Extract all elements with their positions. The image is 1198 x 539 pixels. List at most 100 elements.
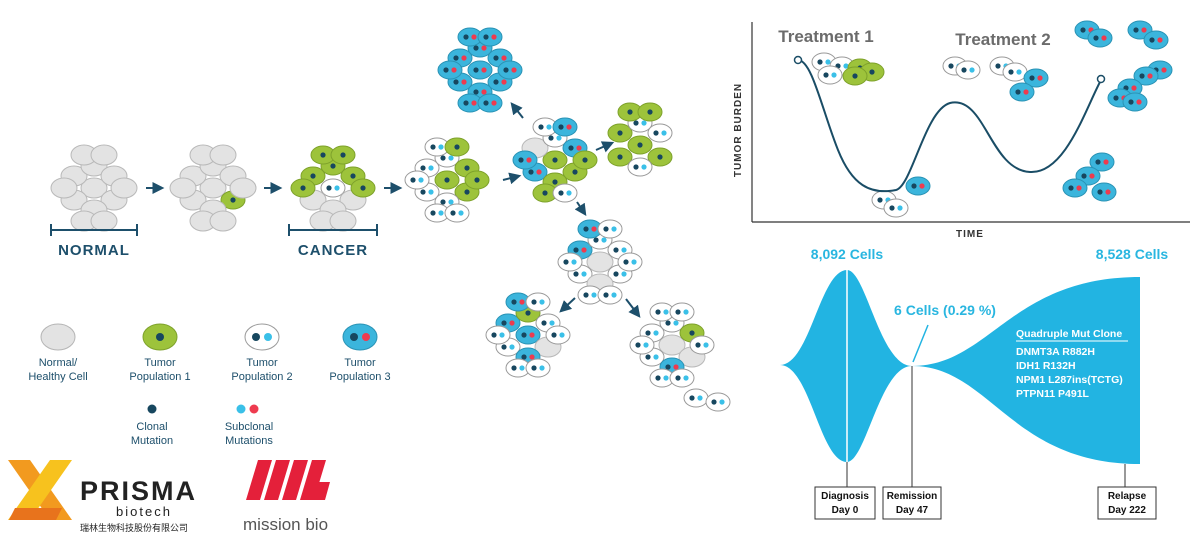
legend-clonal-line1: Clonal — [136, 421, 167, 433]
rising-cell — [1062, 178, 1088, 198]
blue-cluster-cell — [477, 27, 503, 47]
cancer-bracket — [288, 224, 378, 236]
left-branch-cluster-cell — [505, 358, 531, 378]
mixed-cluster-cell — [404, 170, 430, 190]
start-cells-label: 8,092 Cells — [811, 246, 884, 262]
treatment2-cell — [1002, 62, 1028, 82]
relapse-cell — [1087, 28, 1113, 48]
curve-start-point — [793, 55, 803, 65]
legend-clonal-line2: Mutation — [131, 435, 173, 447]
diagnosis-box — [814, 486, 876, 520]
left-branch-cluster-cell — [525, 292, 551, 312]
center-cluster-cell — [552, 183, 578, 203]
clone-fish-shape — [780, 270, 1140, 464]
legend-pop3-line2: Population 3 — [329, 371, 390, 383]
prisma-name: PRISMA — [80, 476, 197, 506]
green-branch-cluster-cell — [647, 147, 673, 167]
legend-pop3-line1: Tumor — [344, 357, 376, 369]
mixed-cluster-cell — [444, 203, 470, 223]
mutation-1: DNMT3A R882H — [1016, 346, 1095, 358]
legend-pop2-cell — [244, 323, 280, 351]
down-cluster-cell — [577, 285, 603, 305]
green-branch-cluster-cell — [607, 147, 633, 167]
prisma-logo: PRISMA biotech 瑞林生物科技股份有限公司 — [8, 460, 197, 533]
y-axis-label: TUMOR BURDEN — [733, 83, 744, 177]
normal-cluster-cell — [90, 144, 118, 166]
down-cluster-cell — [586, 251, 614, 273]
down-cluster-cell — [557, 252, 583, 272]
relapse-cell — [1127, 20, 1153, 40]
mixed-cluster-cell — [444, 137, 470, 157]
remission-pointer — [912, 324, 929, 363]
mutation-2: IDH1 R132H — [1016, 360, 1076, 372]
left-branch-cluster-cell — [515, 325, 541, 345]
green-branch-cluster-cell — [637, 102, 663, 122]
clusters-layer — [50, 20, 1173, 412]
remission-line2: Day 47 — [896, 505, 929, 516]
blue-cluster-cell — [467, 60, 493, 80]
treatment-chart: TUMOR BURDEN TIME Treatment 1 Treatment … — [733, 22, 1190, 240]
cancer-cluster-cell — [320, 178, 346, 198]
arrow-down-left — [559, 297, 576, 313]
down-cluster-cell — [597, 285, 623, 305]
early-cluster-cell — [209, 210, 237, 232]
legend-normal-cell — [40, 323, 76, 351]
missionbio-logo: mission bio — [243, 460, 330, 534]
left-branch-cluster-cell — [545, 325, 571, 345]
remission-cell — [905, 176, 931, 196]
right-branch-cluster-cell — [658, 334, 686, 356]
blue-cluster-cell — [477, 93, 503, 113]
remission-cell — [883, 198, 909, 218]
treatment2-cell — [1009, 82, 1035, 102]
early-cluster-cell — [199, 177, 227, 199]
legend-normal-line1: Normal/ — [39, 357, 78, 369]
clone-title: Quadruple Mut Clone — [1016, 328, 1122, 340]
left-branch-cluster-cell — [525, 358, 551, 378]
relapse-cell — [1122, 92, 1148, 112]
cancer-cluster-cell — [330, 145, 356, 165]
center-cluster-cell — [552, 117, 578, 137]
normal-cluster-cell — [110, 177, 138, 199]
legend-pop1-line1: Tumor — [144, 357, 176, 369]
fish-plot: 8,092 Cells 8,528 Cells 6 Cells (0.29 %)… — [780, 246, 1168, 520]
right-branch-cluster-cell — [629, 335, 655, 355]
arrow-down — [574, 201, 587, 216]
curve-end-point — [1096, 74, 1106, 84]
cancer-cluster-cell — [329, 210, 357, 232]
relapse-box — [1097, 486, 1157, 520]
arrow-up — [510, 102, 524, 119]
arrow-down-right — [625, 298, 641, 318]
down-cluster-cell — [617, 252, 643, 272]
remission-box — [882, 486, 942, 520]
green-branch-cluster-cell — [627, 157, 653, 177]
legend-subclonal-line2: Mutations — [225, 435, 273, 447]
normal-cluster-cell — [50, 177, 78, 199]
missionbio-mark-icon — [246, 460, 330, 500]
legend-pop1-line2: Population 1 — [129, 371, 190, 383]
tumor-burden-curve — [797, 59, 1102, 193]
left-branch-cluster-cell — [485, 325, 511, 345]
right-branch-cluster-cell — [689, 335, 715, 355]
legend-subclonal-line1: Subclonal — [225, 421, 273, 433]
early-cluster-cell — [229, 177, 257, 199]
treatment1-cell — [817, 65, 843, 85]
legend-pop3-cell — [342, 323, 378, 351]
green-branch-cluster-cell — [607, 123, 633, 143]
relapse-cell — [1143, 30, 1169, 50]
relapse-line1: Relapse — [1108, 491, 1147, 502]
cancer-cluster-cell — [310, 145, 336, 165]
legend-subclonal-dot-blue — [236, 404, 246, 414]
remission-line1: Remission — [887, 491, 938, 502]
legend-normal-line2: Healthy Cell — [28, 371, 87, 383]
right-branch-cluster-cell — [669, 302, 695, 322]
relapse-line2: Day 222 — [1108, 505, 1146, 516]
cancer-cluster-cell — [350, 178, 376, 198]
cancer-cluster-cell — [290, 178, 316, 198]
prisma-mark-icon — [8, 460, 72, 520]
progression-arrows — [146, 102, 641, 318]
down-cluster-cell — [597, 219, 623, 239]
green-branch-cluster-cell — [647, 123, 673, 143]
right-branch-cluster-cell — [669, 368, 695, 388]
center-cluster-cell — [572, 150, 598, 170]
